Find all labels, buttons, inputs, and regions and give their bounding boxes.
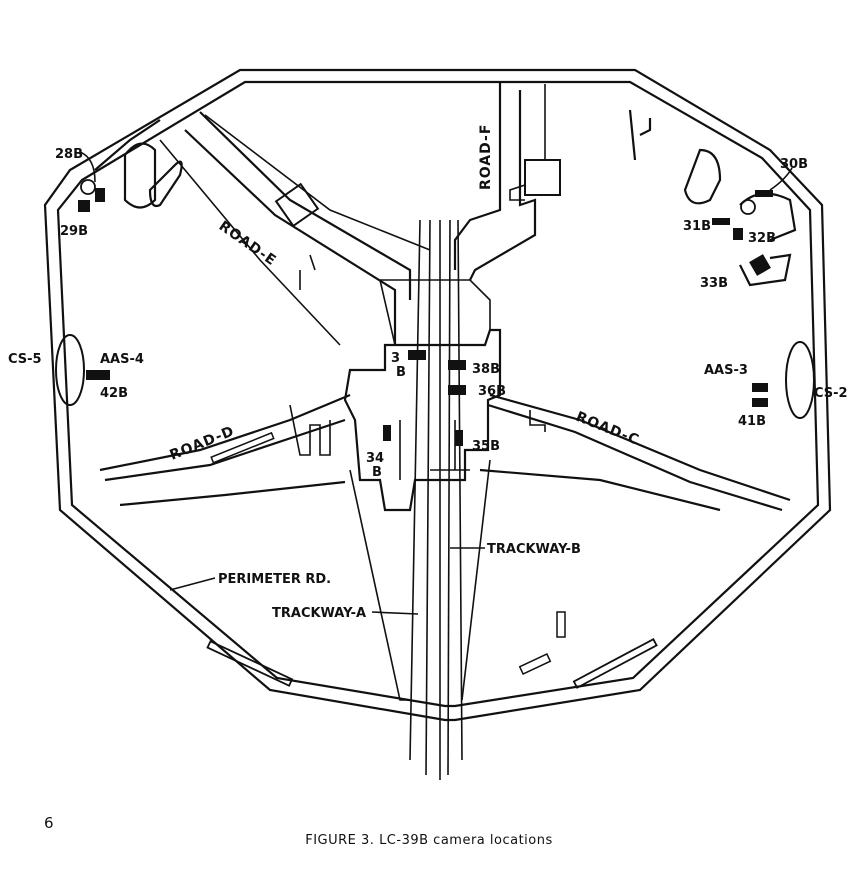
camera-42b-marker (86, 370, 110, 380)
camera-41b-marker (752, 383, 768, 392)
camera-33b-marker (749, 254, 771, 276)
road-c-label: ROAD-C (574, 409, 642, 449)
road-e-label: ROAD-E (216, 218, 280, 269)
camera-34b-label-bottom: B (372, 465, 382, 480)
leader-lines (79, 151, 793, 615)
camera-markers (78, 188, 773, 446)
camera-32b-marker (733, 228, 743, 240)
camera-31b-label: 31B (683, 219, 711, 234)
se-block-1 (556, 611, 566, 638)
camera-33b-label: 33B (700, 276, 728, 291)
camera-34b-marker (383, 425, 391, 441)
camera-3b-label-bottom: B (396, 365, 406, 380)
pad-ramp (378, 279, 491, 346)
ne-pad-2 (739, 253, 792, 287)
camera-30b-marker (755, 190, 773, 197)
camera-29b-marker (78, 200, 90, 212)
page-number: 6 (44, 814, 54, 832)
trackway-lines (409, 219, 463, 780)
perimeter-road-label: PERIMETER RD. (218, 572, 331, 587)
trackway-b-label: TRACKWAY-B (487, 542, 581, 557)
road-c-notch (529, 410, 546, 432)
road-f-label: ROAD-F (478, 124, 494, 190)
launch-pad-structure (343, 328, 502, 512)
camera-42b-label: 42B (100, 386, 128, 401)
perimeter-road-inner (56, 80, 820, 708)
camera-34b-label-top: 34 (366, 451, 384, 466)
camera-41b-label: 41B (738, 414, 766, 429)
camera-3b-marker (408, 350, 426, 360)
road-e (184, 111, 412, 345)
camera-35b-label: 35B (472, 439, 500, 454)
road-e-building (274, 182, 320, 228)
camera-41b-marker-2 (752, 398, 768, 407)
cs5-oval (55, 334, 85, 406)
camera-29b-label: 29B (60, 224, 88, 239)
aas3-label: AAS-3 (704, 363, 748, 378)
cs2-oval (785, 341, 815, 419)
camera-31b-marker (712, 218, 730, 225)
flame-trench-east (461, 459, 491, 701)
camera-36b-marker (448, 385, 466, 395)
camera-28b-circle (80, 179, 96, 195)
nw-loop-2 (148, 160, 183, 208)
lower-road-loop (119, 468, 721, 512)
aas4-label: AAS-4 (100, 352, 144, 367)
camera-3b-label-top: 3 (391, 351, 400, 366)
road-e-spur (204, 114, 431, 251)
camera-28b-marker (95, 188, 105, 202)
perimeter-road-outer (43, 68, 832, 722)
road-f-link (509, 184, 526, 201)
camera-30b-circle (740, 199, 756, 215)
camera-38b-label: 38B (472, 362, 500, 377)
road-c (487, 393, 791, 512)
sw-slab (206, 640, 294, 687)
nw-loop-1 (123, 142, 157, 209)
road-e-lower (159, 139, 341, 346)
camera-28b-label: 28B (55, 147, 83, 162)
cs5-label: CS-5 (8, 352, 42, 367)
camera-36b-label: 36B (478, 384, 506, 399)
ne-loop-1 (683, 148, 722, 205)
nw-spur (94, 119, 161, 171)
road-d-slab (210, 431, 275, 464)
ne-spur (628, 109, 652, 161)
camera-32b-label: 32B (748, 231, 776, 246)
road-f-building (524, 159, 561, 196)
road-e-marks (299, 254, 316, 290)
se-block-2 (518, 653, 552, 675)
road-f (453, 82, 537, 281)
camera-38b-marker (448, 360, 466, 370)
se-slab (572, 638, 658, 689)
camera-30b-label: 30B (780, 157, 808, 172)
road-d-bay (289, 404, 331, 456)
flame-trench-west (349, 469, 410, 701)
figure-caption: FIGURE 3. LC-39B camera locations (305, 833, 553, 848)
trackway-a-label: TRACKWAY-A (272, 606, 366, 621)
road-d (99, 393, 351, 482)
cs2-label: CS-2 (814, 386, 848, 401)
camera-35b-marker (455, 430, 463, 446)
